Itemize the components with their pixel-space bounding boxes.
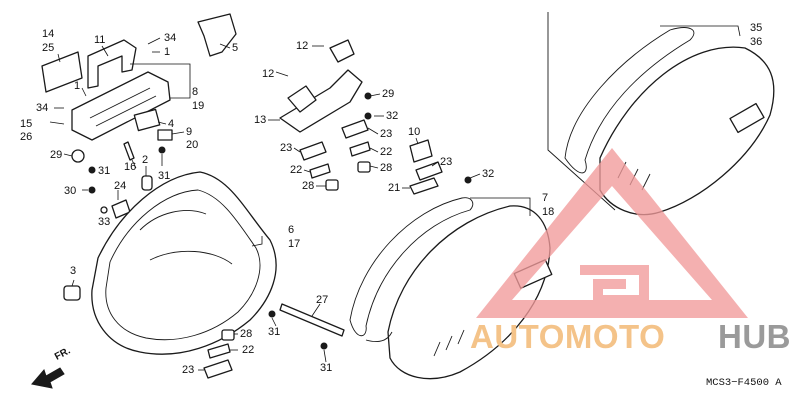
callout-label: 7 (542, 192, 549, 204)
callout-label: 17 (288, 238, 301, 250)
callout-label: 33 (98, 216, 111, 228)
callout-label: 4 (168, 118, 175, 130)
buffer-9 (157, 129, 173, 141)
plate-21 (409, 177, 439, 195)
washer-33 (100, 206, 108, 214)
callout-label: 13 (254, 114, 267, 126)
plate-22a (309, 163, 331, 179)
washer-29 (71, 149, 85, 163)
buffer-28b (357, 161, 371, 173)
callout-label: 22 (290, 164, 303, 176)
callout-label: 12 (296, 40, 309, 52)
stay-27 (279, 303, 345, 337)
callout-label: 32 (386, 110, 399, 122)
screw-31c (268, 310, 276, 318)
bolt-30 (88, 186, 96, 194)
buffer-28a (325, 179, 339, 191)
callout-label: 30 (64, 185, 77, 197)
callout-label: 5 (232, 42, 239, 54)
callout-label: 23 (280, 142, 293, 154)
pin-16 (123, 141, 135, 161)
callout-label: 31 (158, 170, 171, 182)
upper-bracket-assembly (41, 13, 237, 219)
callout-label: 29 (50, 149, 63, 161)
watermark-text-hub: HUB (718, 318, 791, 355)
callout-label: 11 (94, 34, 106, 46)
side-latch-assembly (409, 139, 472, 195)
inset-lid (564, 27, 775, 216)
callout-label: 24 (114, 180, 127, 192)
lid-8 (71, 71, 171, 141)
callout-label: 8 (192, 86, 199, 98)
callout-label: 23 (182, 364, 195, 376)
plate-22b (349, 141, 371, 157)
screw-32 (364, 112, 372, 120)
callout-label: 27 (316, 294, 329, 306)
callout-label: 23 (380, 128, 393, 140)
callout-label: 34 (36, 102, 49, 114)
callout-label: 28 (240, 328, 253, 340)
cap-3 (63, 285, 81, 301)
bottom-parts (203, 303, 345, 379)
callout-label: 12 (262, 68, 275, 80)
inner-cover-14 (41, 51, 83, 93)
screw-32b (464, 176, 472, 184)
plate-23a (299, 141, 327, 161)
callout-label: 36 (750, 36, 763, 48)
callout-label: 22 (242, 344, 255, 356)
callout-label: 35 (750, 22, 763, 34)
callout-label: 10 (408, 126, 421, 138)
plate-23c (415, 161, 443, 181)
callout-label: 14 (42, 28, 55, 40)
callout-label: 23 (440, 156, 453, 168)
callout-label: 29 (382, 88, 395, 100)
plate-23d (203, 359, 233, 379)
callout-label: 28 (302, 180, 315, 192)
watermark-text-automoto: AUTOMOTO (470, 318, 666, 355)
callout-label: 32 (482, 168, 495, 180)
screw-31d (320, 342, 328, 350)
screw-31b (158, 146, 166, 154)
callout-label: 3 (70, 265, 77, 277)
callout-label: 6 (288, 224, 295, 236)
callout-label: 25 (42, 42, 55, 54)
collar-2 (141, 175, 153, 191)
callout-label: 22 (380, 146, 393, 158)
plate-22c (207, 343, 231, 359)
callout-label: 18 (542, 206, 555, 218)
callout-label: 28 (380, 162, 393, 174)
callout-label: 1 (74, 80, 81, 92)
screw-31 (88, 166, 96, 174)
callout-label: 1 (164, 46, 171, 58)
saddlebag-case (63, 171, 277, 355)
latch-5 (197, 13, 237, 57)
fr-direction-arrow (31, 367, 65, 389)
callout-label: 31 (98, 165, 111, 177)
callout-label: 34 (164, 32, 177, 44)
diagram-code: MCS3−F4500 A (706, 377, 782, 389)
callout-label: 19 (192, 100, 205, 112)
callout-label: 31 (268, 326, 281, 338)
callout-label: 16 (124, 161, 137, 173)
leader-lines (49, 25, 741, 371)
watermark-logo-mark (476, 148, 748, 318)
center-bracket-assembly (279, 39, 372, 191)
callout-label: 26 (20, 131, 33, 143)
buffer-28c (221, 329, 235, 341)
callout-label: 21 (388, 182, 401, 194)
callout-label: 15 (20, 118, 33, 130)
callout-label: 9 (186, 126, 193, 138)
handle-11 (87, 39, 137, 89)
lock-plate-4 (133, 108, 161, 132)
callout-label: 2 (142, 154, 149, 166)
plate-23b (341, 119, 369, 139)
callout-label: 20 (186, 139, 199, 151)
callout-label: 31 (320, 362, 333, 374)
